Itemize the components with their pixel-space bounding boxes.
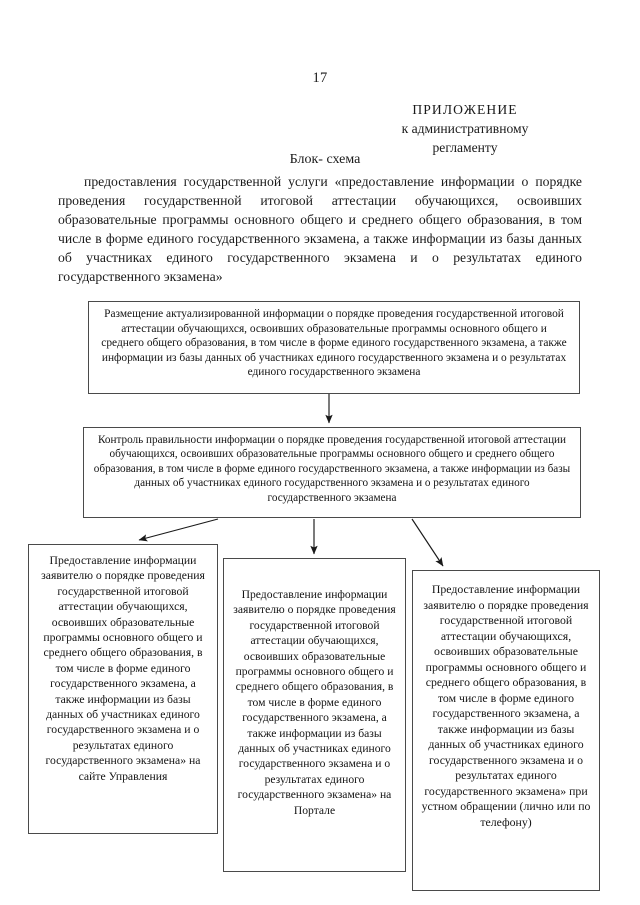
flow-box-control-accuracy-text: Контроль правильности информации о поряд… — [93, 434, 571, 504]
flow-box-provide-oral-request: Предоставление информации заявителю о по… — [412, 570, 600, 891]
flow-box-control-accuracy: Контроль правильности информации о поряд… — [83, 427, 581, 518]
page-number: 17 — [312, 70, 328, 86]
flow-box-provide-via-portal: Предоставление информации заявителю о по… — [223, 558, 406, 872]
flow-box-provide-via-website: Предоставление информации заявителю о по… — [28, 544, 218, 834]
connector-control-to-website — [138, 518, 219, 542]
flow-box-publish-information-text: Размещение актуализированной информации … — [101, 308, 567, 379]
scheme-title-text: Блок- схема — [289, 152, 361, 167]
appendix-title: ПРИЛОЖЕНИЕ — [412, 102, 518, 117]
connector-control-to-oral — [411, 518, 444, 567]
appendix-subtitle-line-2: регламенту — [432, 140, 498, 155]
flow-box-provide-oral-request-text: Предоставление информации заявителю о по… — [421, 582, 591, 829]
flow-box-publish-information: Размещение актуализированной информации … — [88, 301, 580, 394]
intro-paragraph: предоставления государственной услуги «п… — [58, 174, 582, 285]
appendix-subtitle-line-1: к административному — [401, 121, 529, 136]
flow-box-provide-via-website-text: Предоставление информации заявителю о по… — [41, 554, 205, 783]
scheme-title: Блок- схема — [0, 152, 640, 168]
appendix-heading: ПРИЛОЖЕНИЕ к административному регламент… — [350, 100, 580, 157]
flow-box-provide-via-portal-text: Предоставление информации заявителю о по… — [233, 588, 396, 817]
